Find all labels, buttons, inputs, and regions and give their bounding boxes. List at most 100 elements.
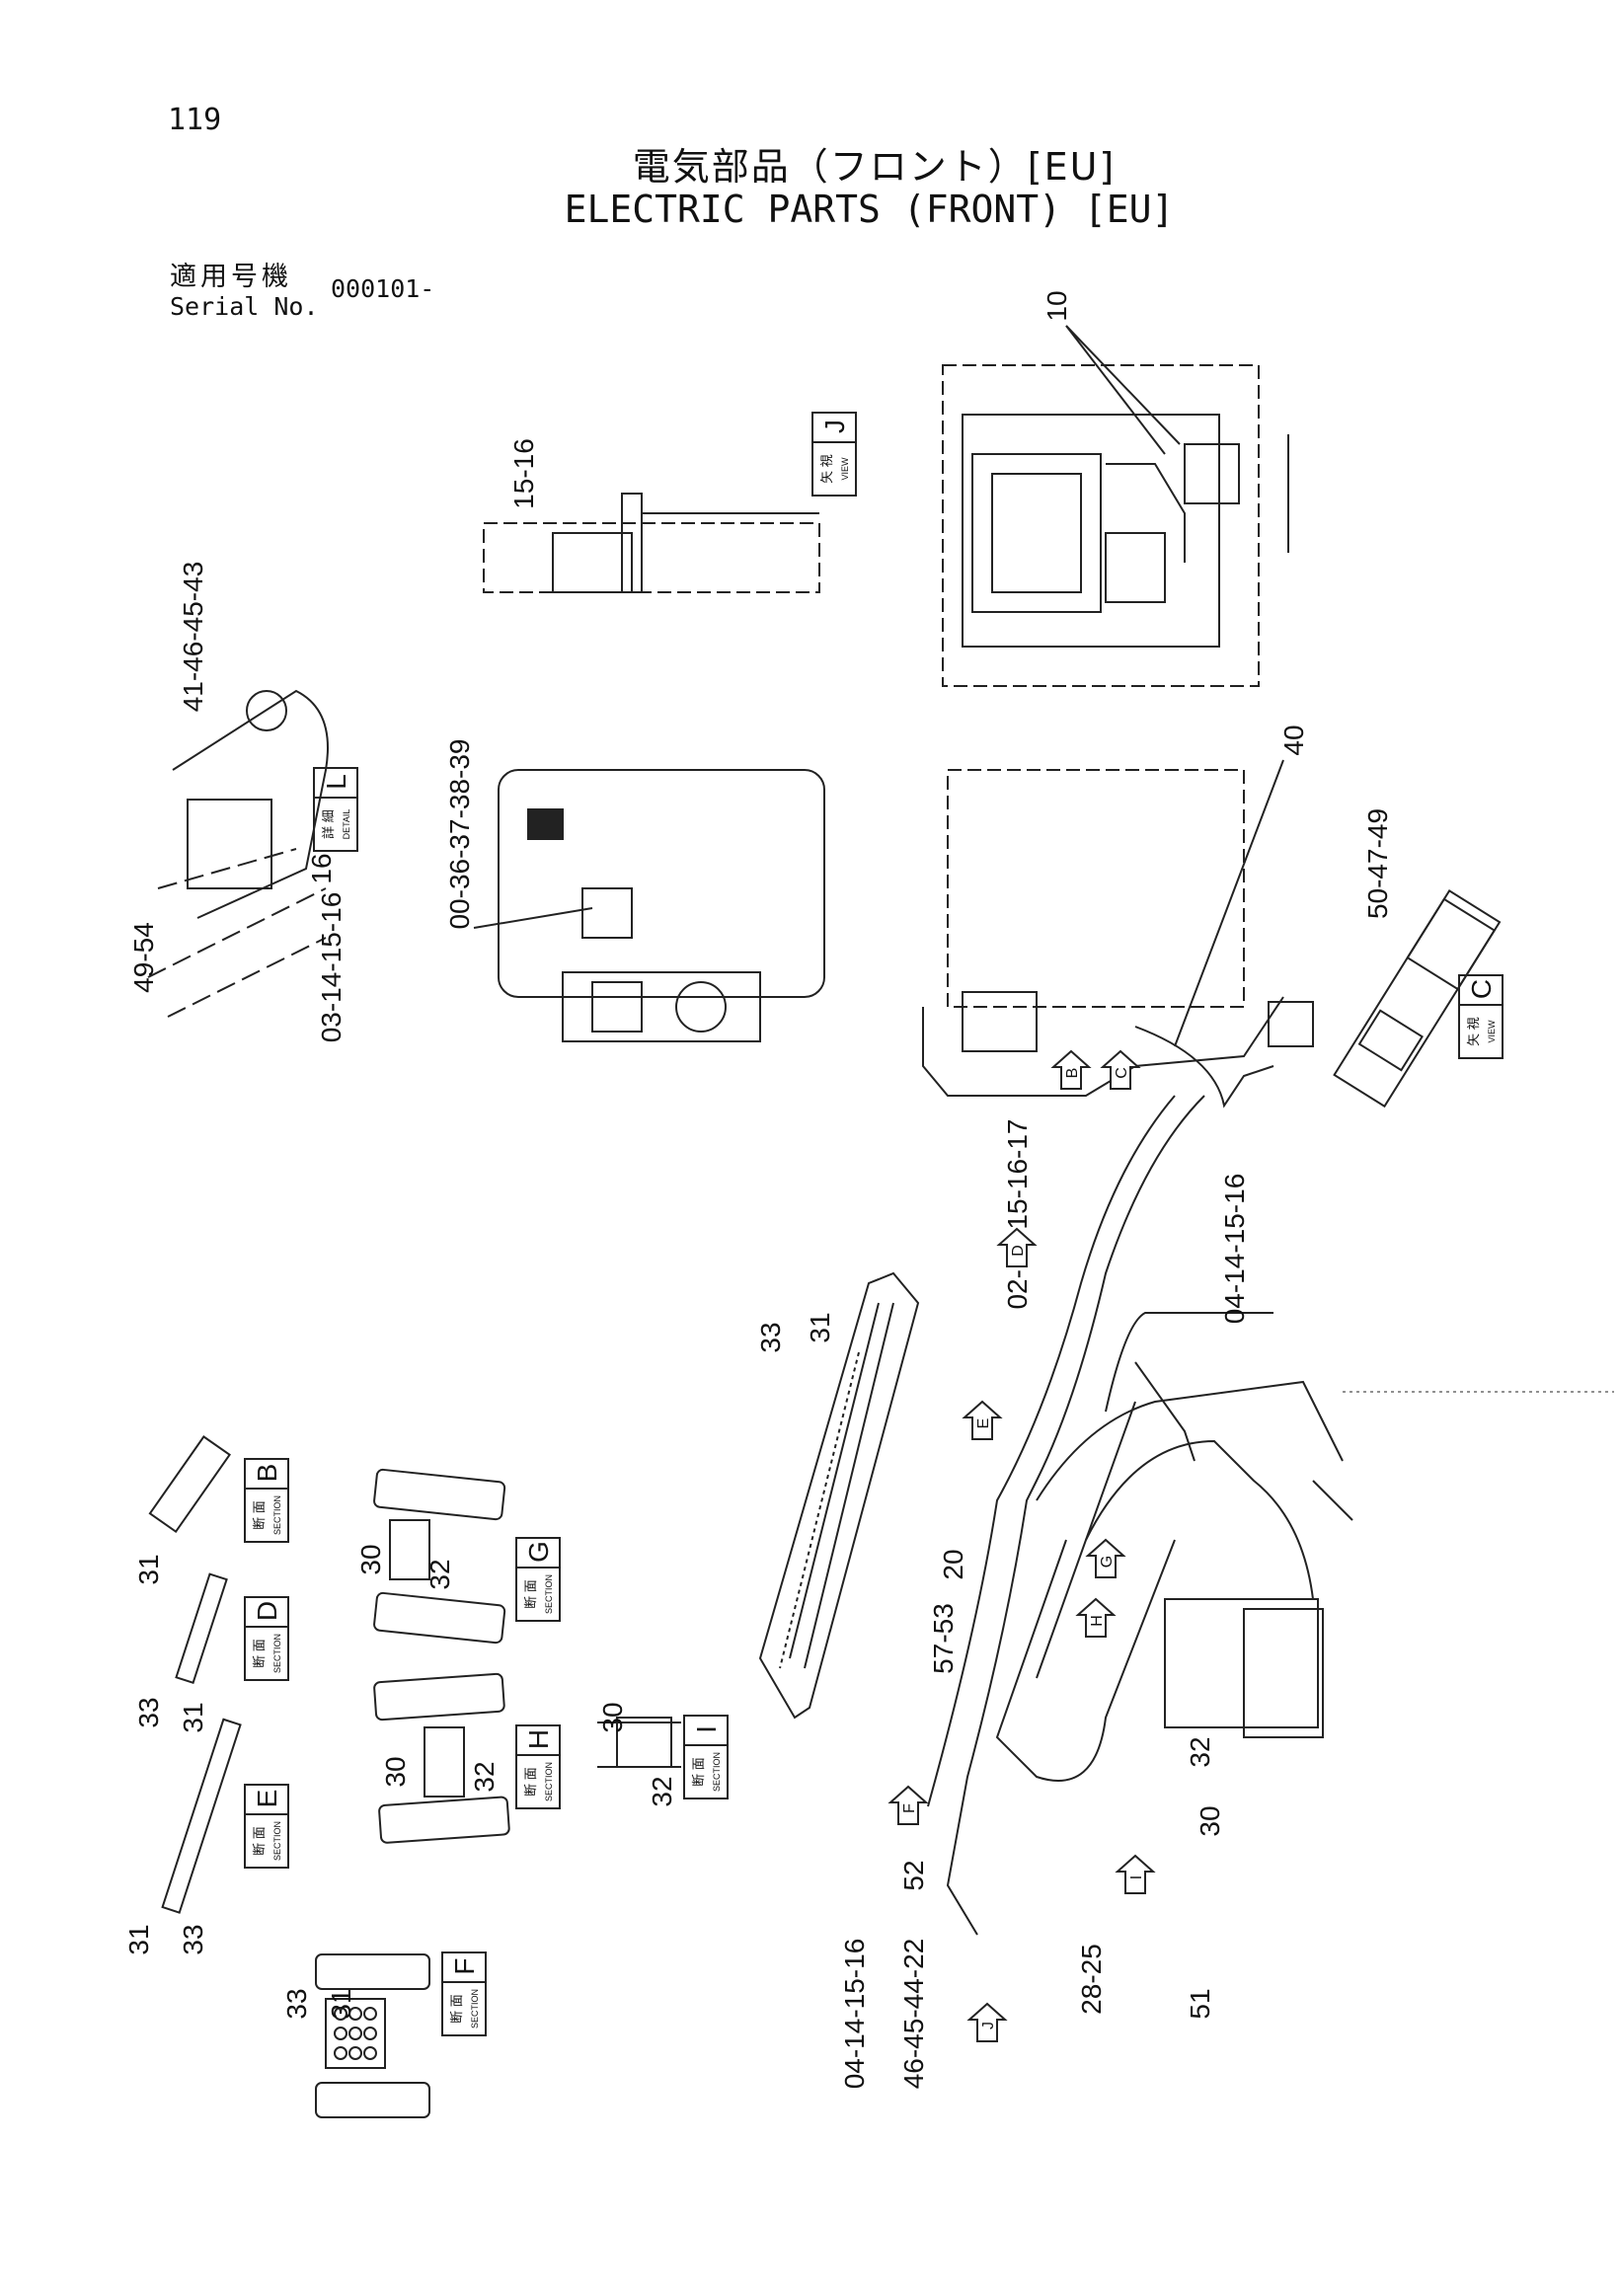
view-c-detail (1333, 888, 1502, 1109)
callout-label: 32 (469, 1761, 500, 1792)
label-box-section-d: 断 面 SECTION D (244, 1596, 289, 1681)
callout-label: 31 (326, 1988, 356, 2019)
callout-label: 31 (123, 1924, 154, 1954)
label-box-small: SECTION (470, 1989, 480, 2028)
label-box-letter: C (1466, 979, 1497, 999)
label-box-letter: J (819, 420, 850, 433)
label-box-section-e: 断 面 SECTION E (244, 1784, 289, 1869)
callout-label: 33 (133, 1697, 164, 1727)
callout-label: 00-36-37-38-39 (444, 738, 475, 929)
callout-label: 32 (424, 1559, 455, 1589)
serial-label-japanese: 適用号機 (170, 262, 292, 292)
label-box-small: SECTION (272, 1634, 282, 1673)
section-h-detail (373, 1672, 510, 1844)
title-japanese: 電気部品（フロント）[EU] (632, 145, 1117, 189)
label-box-kanji: 断 面 (252, 1826, 267, 1856)
panel-view (473, 769, 825, 1042)
direction-arrow-icon: C (1100, 1049, 1141, 1090)
label-box-kanji: 断 面 (691, 1757, 706, 1787)
direction-arrow-letter: G (1099, 1556, 1116, 1568)
callout-label: 41-46-45-43 (178, 562, 208, 713)
label-box-kanji: 断 面 (252, 1500, 267, 1530)
label-box-kanji: 断 面 (449, 1994, 464, 2024)
direction-arrow-letter: D (1010, 1245, 1027, 1257)
callout-label: 33 (178, 1924, 208, 1954)
label-box-kanji: 断 面 (523, 1767, 538, 1797)
label-box-kanji: 詳 細 (321, 809, 336, 839)
label-box-letter: E (252, 1790, 282, 1808)
callout-label: 57-53 (928, 1603, 959, 1674)
callout-label: 30 (1195, 1805, 1225, 1836)
callout-label: 30 (597, 1702, 628, 1732)
callout-label: 03-14-15-16 (316, 892, 347, 1043)
direction-arrow-letter: H (1089, 1615, 1106, 1627)
direction-arrow-letter: B (1064, 1068, 1081, 1079)
label-box-small: SECTION (544, 1574, 554, 1614)
callout-label: 33 (281, 1988, 312, 2019)
detail-l-view (147, 689, 329, 1018)
label-box-letter: F (449, 1957, 480, 1974)
direction-arrow-letter: E (975, 1418, 992, 1429)
callout-label: 20 (938, 1549, 968, 1579)
label-box-small: VIEW (840, 457, 850, 481)
label-box-letter: D (252, 1601, 282, 1621)
section-b-detail (148, 1435, 231, 1534)
direction-arrow-icon: G (1085, 1538, 1126, 1578)
callout-label: 49-54 (128, 922, 159, 993)
label-box-small: DETAIL (342, 809, 351, 840)
cab-side-view (922, 759, 1314, 1109)
callout-label: 31 (133, 1554, 164, 1584)
callout-label: 51 (1185, 1988, 1215, 2019)
callout-label: 30 (355, 1544, 386, 1574)
direction-arrow-icon: D (996, 1227, 1038, 1267)
callout-label: 16 (306, 853, 337, 883)
direction-arrow-letter: I (1128, 1875, 1145, 1879)
label-box-small: SECTION (712, 1752, 722, 1792)
boom-assembly (927, 1095, 1614, 1936)
section-i-small (597, 1717, 681, 1768)
serial-label-english: Serial No. (170, 292, 319, 321)
direction-arrow-icon: F (887, 1785, 929, 1825)
label-box-kanji: 断 面 (523, 1579, 538, 1609)
cab-top-view (942, 325, 1289, 687)
direction-arrow-icon: H (1075, 1597, 1117, 1638)
section-d-detail (175, 1572, 228, 1685)
callout-label: 40 (1278, 725, 1309, 755)
label-box-section-g: 断 面 SECTION G (515, 1537, 561, 1622)
label-box-section-i: 断 面 SECTION I (683, 1715, 729, 1799)
label-box-kanji: 断 面 (252, 1639, 267, 1668)
label-box-detail-l: 詳 細 DETAIL L (313, 767, 358, 852)
direction-arrow-icon: B (1050, 1049, 1092, 1090)
label-box-letter: G (523, 1541, 554, 1563)
label-box-view-c: 矢 視 VIEW C (1458, 974, 1504, 1059)
label-box-letter: L (321, 774, 351, 790)
label-box-letter: H (523, 1729, 554, 1749)
label-box-section-f: 断 面 SECTION F (441, 1952, 487, 2036)
page-number: 119 (168, 103, 222, 137)
label-box-section-h: 断 面 SECTION H (515, 1724, 561, 1809)
callout-label: 30 (380, 1756, 411, 1787)
callout-label: 50-47-49 (1362, 808, 1393, 919)
direction-arrow-letter: C (1114, 1067, 1130, 1079)
label-box-letter: I (691, 1725, 722, 1733)
callout-label: 31 (805, 1312, 835, 1342)
callout-label: 15-16 (508, 438, 539, 509)
direction-arrow-letter: J (980, 2022, 997, 2029)
label-box-small: SECTION (272, 1495, 282, 1535)
callout-label: 46-45-44-22 (898, 1939, 929, 2090)
title-english: ELECTRIC PARTS (FRONT) [EU] (564, 188, 1175, 231)
label-box-small: SECTION (544, 1762, 554, 1801)
callout-label: 32 (1185, 1736, 1215, 1767)
direction-arrow-icon: I (1115, 1854, 1156, 1894)
label-box-small: VIEW (1487, 1020, 1497, 1043)
direction-arrow-letter: F (901, 1803, 918, 1813)
callout-label: 32 (647, 1776, 677, 1806)
section-f-detail (315, 1953, 430, 2118)
label-box-small: SECTION (272, 1821, 282, 1861)
section-g-detail (373, 1468, 506, 1645)
label-box-kanji: 矢 視 (1466, 1017, 1481, 1046)
direction-arrow-icon: E (962, 1400, 1003, 1440)
serial-value: 000101- (331, 274, 435, 303)
